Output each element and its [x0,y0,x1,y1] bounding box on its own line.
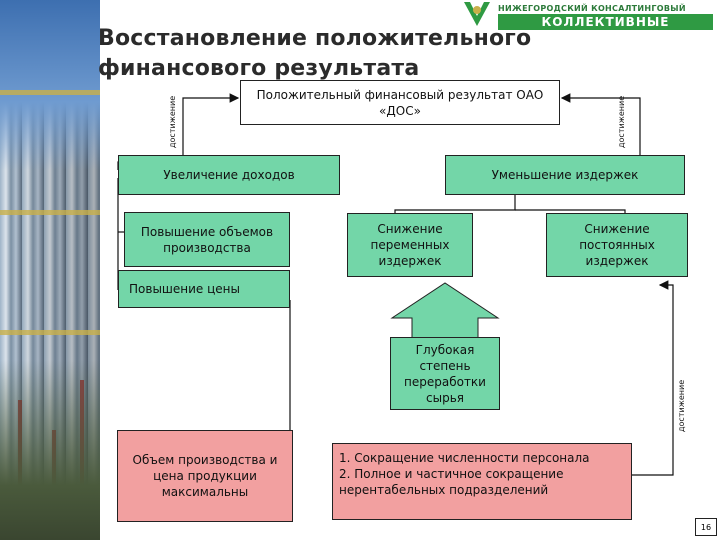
up-arrow-icon [390,282,500,337]
price-increase-box: Повышение цены [118,270,290,308]
deep-processing-box: Глубокая степень переработки сырья [390,337,500,410]
measures-box: 1. Сокращение численности персонала 2. П… [332,443,632,520]
achievement-label-right: достижение [617,95,626,148]
measure-item: 2. Полное и частичное сокращение нерента… [339,467,564,497]
variable-costs-box: Снижение переменных издержек [347,213,473,277]
positive-result-box: Положительный финансовый результат ОАО «… [240,80,560,125]
volume-increase-box: Повышение объемов производства [124,212,290,267]
company-logo-icon [464,2,490,26]
logo-title: КОЛЛЕКТИВНЫЕ ДЕЙСТВИЯ [498,14,713,45]
fixed-costs-box: Снижение постоянных издержек [546,213,688,277]
max-volume-price-box: Объем производства и цена продукции макс… [117,430,293,522]
slide-title: Восстановление положительного финансовог… [98,26,532,81]
decrease-costs-box: Уменьшение издержек [445,155,685,195]
achievement-arrow-right [560,93,641,155]
achievement-label-measures: достижение [677,379,686,432]
industrial-photo [0,0,100,540]
page-number: 16 [695,518,717,536]
achievement-label-left: достижение [168,95,177,148]
achievement-arrow-measures [632,280,674,476]
measure-item: 1. Сокращение численности персонала [339,451,590,465]
increase-income-box: Увеличение доходов [118,155,340,195]
